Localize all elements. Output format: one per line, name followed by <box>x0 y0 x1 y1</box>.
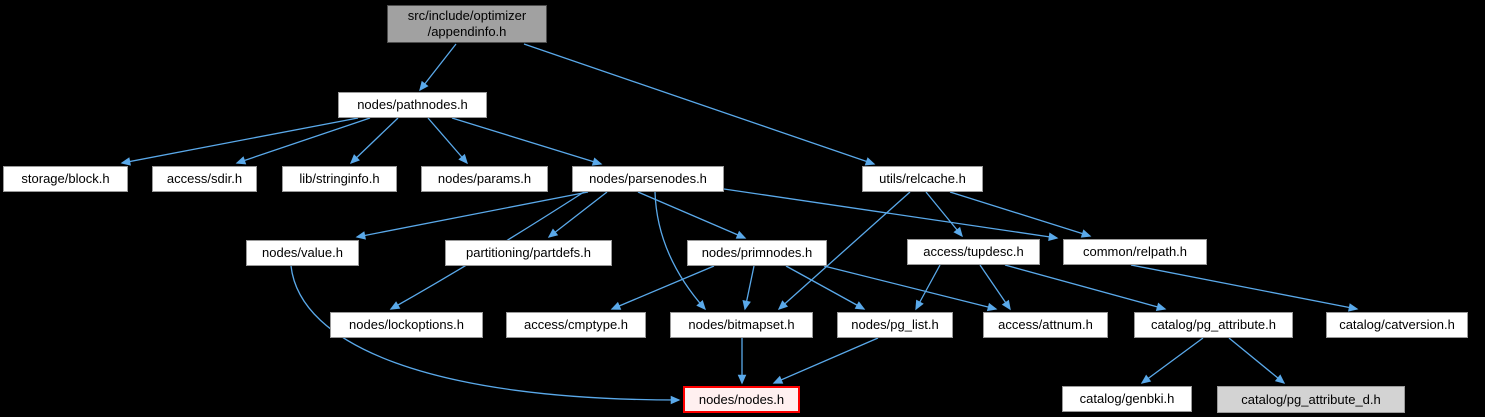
graph-node-label: catalog/catversion.h <box>1339 317 1455 333</box>
graph-node-pg_list[interactable]: nodes/pg_list.h <box>837 312 953 338</box>
edge-appendinfo-pathnodes <box>419 43 457 92</box>
edge-tupdesc-pg_list <box>915 264 941 311</box>
graph-node-label: nodes/bitmapset.h <box>688 317 795 333</box>
edge-parsenodes-bitmapset <box>654 191 706 311</box>
graph-node-pg_attribute[interactable]: catalog/pg_attribute.h <box>1134 312 1293 338</box>
graph-node-label: src/include/optimizer /appendinfo.h <box>407 8 527 39</box>
graph-node-relpath[interactable]: common/relpath.h <box>1063 239 1207 265</box>
edge-pathnodes-params <box>427 117 468 165</box>
graph-node-sdir[interactable]: access/sdir.h <box>152 166 257 192</box>
edge-parsenodes-value <box>355 191 589 240</box>
graph-node-parsenodes[interactable]: nodes/parsenodes.h <box>572 166 724 192</box>
graph-node-label: access/cmptype.h <box>523 317 629 333</box>
edge-pathnodes-block <box>120 117 359 166</box>
edge-pg_attribute-genbki <box>1140 337 1204 384</box>
edge-parsenodes-partdefs <box>547 191 608 238</box>
graph-node-attnum[interactable]: access/attnum.h <box>983 312 1108 338</box>
graph-node-label: storage/block.h <box>21 171 110 187</box>
edge-relcache-bitmapset <box>777 191 911 310</box>
edge-parsenodes-primnodes <box>637 191 747 239</box>
graph-node-label: partitioning/partdefs.h <box>465 245 592 261</box>
graph-node-value[interactable]: nodes/value.h <box>246 240 359 266</box>
graph-node-label: utils/relcache.h <box>879 171 966 187</box>
edge-primnodes-cmptype <box>610 265 715 310</box>
graph-node-label: access/tupdesc.h <box>923 244 1024 260</box>
edge-pathnodes-stringinfo <box>349 117 399 165</box>
graph-node-pathnodes[interactable]: nodes/pathnodes.h <box>338 92 487 118</box>
graph-node-label: nodes/primnodes.h <box>701 245 813 261</box>
graph-node-label: common/relpath.h <box>1082 244 1188 260</box>
graph-node-bitmapset[interactable]: nodes/bitmapset.h <box>670 312 813 338</box>
graph-node-label: nodes/nodes.h <box>698 391 785 407</box>
edge-tupdesc-attnum <box>979 264 1011 311</box>
graph-node-tupdesc[interactable]: access/tupdesc.h <box>907 239 1040 265</box>
graph-node-label: nodes/parsenodes.h <box>589 171 707 187</box>
graph-node-label: nodes/lockoptions.h <box>349 317 464 333</box>
edge-primnodes-bitmapset <box>742 265 755 311</box>
edge-value-nodes_h <box>290 265 681 405</box>
edge-relpath-catversion <box>1130 264 1359 312</box>
edge-appendinfo-relcache <box>523 43 876 166</box>
graph-node-label: catalog/genbki.h <box>1079 391 1175 407</box>
graph-node-lockoptions[interactable]: nodes/lockoptions.h <box>330 312 483 338</box>
graph-node-relcache[interactable]: utils/relcache.h <box>862 166 983 192</box>
graph-node-appendinfo[interactable]: src/include/optimizer /appendinfo.h <box>387 5 547 43</box>
graph-node-label: lib/stringinfo.h <box>299 171 380 187</box>
graph-node-pg_attribute_d[interactable]: catalog/pg_attribute_d.h <box>1217 386 1405 413</box>
graph-node-label: nodes/pathnodes.h <box>357 97 468 113</box>
edge-pg_attribute-pg_attribute_d <box>1228 337 1286 384</box>
graph-node-primnodes[interactable]: nodes/primnodes.h <box>687 240 827 266</box>
edge-tupdesc-pg_attribute <box>1004 264 1167 311</box>
edge-pathnodes-sdir <box>235 117 371 165</box>
graph-node-genbki[interactable]: catalog/genbki.h <box>1062 386 1192 412</box>
graph-node-label: access/sdir.h <box>166 171 243 187</box>
graph-node-label: nodes/value.h <box>262 245 343 261</box>
edge-relcache-relpath <box>949 191 1092 238</box>
graph-node-label: nodes/params.h <box>437 171 532 187</box>
edge-relcache-tupdesc <box>925 191 963 238</box>
edge-primnodes-attnum <box>823 265 998 312</box>
graph-node-block[interactable]: storage/block.h <box>3 166 128 192</box>
graph-node-catversion[interactable]: catalog/catversion.h <box>1326 312 1468 338</box>
edge-pg_list-nodes_h <box>772 337 879 384</box>
edge-primnodes-pg_list <box>785 265 866 310</box>
edge-pathnodes-parsenodes <box>451 117 603 166</box>
graph-node-label: access/attnum.h <box>998 317 1093 333</box>
graph-node-partdefs[interactable]: partitioning/partdefs.h <box>445 240 612 266</box>
graph-node-label: nodes/pg_list.h <box>851 317 939 333</box>
graph-node-nodes_h[interactable]: nodes/nodes.h <box>683 386 800 413</box>
edge-parsenodes-relpath <box>723 188 1059 242</box>
graph-node-label: catalog/pg_attribute_d.h <box>1241 391 1381 407</box>
graph-node-label: catalog/pg_attribute.h <box>1150 317 1277 333</box>
graph-node-cmptype[interactable]: access/cmptype.h <box>506 312 646 338</box>
graph-node-stringinfo[interactable]: lib/stringinfo.h <box>282 166 397 192</box>
graph-node-params[interactable]: nodes/params.h <box>421 166 548 192</box>
